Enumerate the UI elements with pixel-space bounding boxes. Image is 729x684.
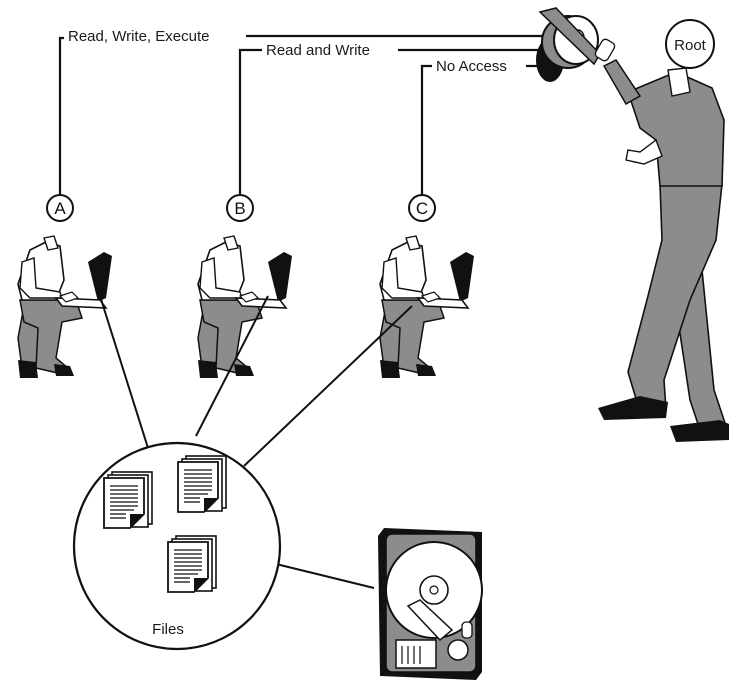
user-b-badge: B <box>226 194 254 222</box>
wire-read-write-execute <box>58 36 64 196</box>
wire-no-access <box>420 64 432 196</box>
root-admin-figure: Root <box>598 19 729 442</box>
root-label: Root <box>674 37 707 54</box>
label-read-and-write: Read and Write <box>266 42 370 59</box>
user-c-badge: C <box>408 194 436 222</box>
document-icon <box>167 535 217 593</box>
user-c-figure <box>379 235 475 379</box>
link-b-files <box>195 295 269 437</box>
link-a-files <box>99 295 149 449</box>
svg-text:C: C <box>416 199 428 218</box>
document-icon <box>103 471 153 529</box>
hard-disk-icon <box>378 528 483 680</box>
link-c-files <box>243 305 413 467</box>
files-label: Files <box>152 621 184 638</box>
user-a-figure <box>17 235 113 379</box>
link-files-disk <box>275 563 375 589</box>
label-read-write-execute: Read, Write, Execute <box>68 28 209 45</box>
document-icon <box>177 455 227 513</box>
files-group: Files <box>72 441 282 651</box>
user-b-figure <box>197 235 293 379</box>
wire-read-write <box>238 48 262 196</box>
label-no-access: No Access <box>436 58 507 75</box>
svg-text:A: A <box>54 199 66 218</box>
svg-text:B: B <box>234 199 245 218</box>
master-dial-icon <box>536 7 616 82</box>
user-a-badge: A <box>46 194 74 222</box>
